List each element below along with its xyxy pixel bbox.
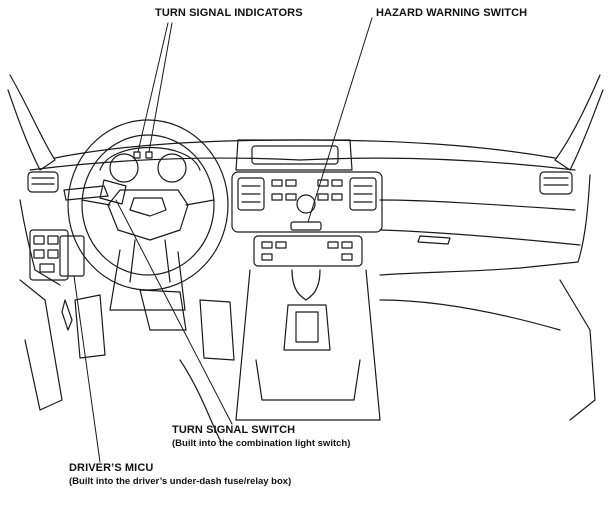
pedal-right [199, 299, 235, 361]
nav-display [251, 145, 339, 165]
left-turn-indicator [133, 151, 141, 159]
leader-drivers-micu [73, 275, 101, 463]
left-seat-edge [179, 359, 221, 441]
shifter-gate [283, 304, 331, 351]
drivers-micu-box [59, 235, 85, 277]
right-floor-line [379, 299, 561, 331]
center-left-vent [237, 177, 265, 211]
center-stack-outline [235, 139, 353, 171]
glovebox-latch [417, 235, 451, 245]
climate-panel [253, 235, 363, 267]
label-turn-signal-switch-note: (Built into the combination light switch… [172, 438, 351, 449]
right-gauge [157, 153, 187, 183]
dash-right-lower-line [379, 229, 581, 246]
leader-turn-signal-switch [115, 199, 233, 425]
dash-right-sweep [379, 199, 576, 211]
center-right-vent [349, 177, 377, 211]
steering-column [109, 249, 186, 311]
right-turn-indicator [145, 151, 153, 159]
left-a-pillar [7, 74, 56, 171]
console-lower [255, 359, 361, 401]
leader-turn-indicator-right [148, 22, 173, 153]
center-stack-panel [231, 171, 383, 233]
left-kick-panel [19, 279, 63, 411]
center-knob [296, 194, 316, 214]
label-turn-signal-indicators: TURN SIGNAL INDICATORS [155, 7, 303, 19]
dash-top [29, 157, 576, 171]
leader-turn-indicator-left [137, 22, 169, 153]
right-a-pillar [554, 74, 604, 171]
label-drivers-micu: DRIVER’S MICU [69, 462, 154, 474]
steering-wheel-inner-rim [81, 134, 215, 276]
steering-hub [107, 189, 189, 241]
under-dash-box [74, 294, 106, 359]
label-turn-signal-switch: TURN SIGNAL SWITCH [172, 424, 296, 436]
leader-hazard-switch [307, 17, 373, 223]
left-switch-panel [29, 229, 69, 281]
right-kick-panel [559, 279, 596, 421]
turn-signal-stalk [63, 185, 109, 201]
left-outer-vent [27, 171, 59, 193]
pedal-left [139, 289, 187, 331]
left-gauge [109, 153, 139, 183]
right-outer-vent [539, 171, 573, 195]
label-drivers-micu-note: (Built into the driver’s under-dash fuse… [69, 476, 292, 487]
center-console [235, 269, 381, 421]
dash-lower-left [19, 199, 61, 286]
label-hazard-warning-switch: HAZARD WARNING SWITCH [376, 7, 528, 19]
hazard-switch [290, 221, 322, 231]
dash-lower-right [379, 174, 591, 276]
shifter-boot [291, 269, 321, 301]
